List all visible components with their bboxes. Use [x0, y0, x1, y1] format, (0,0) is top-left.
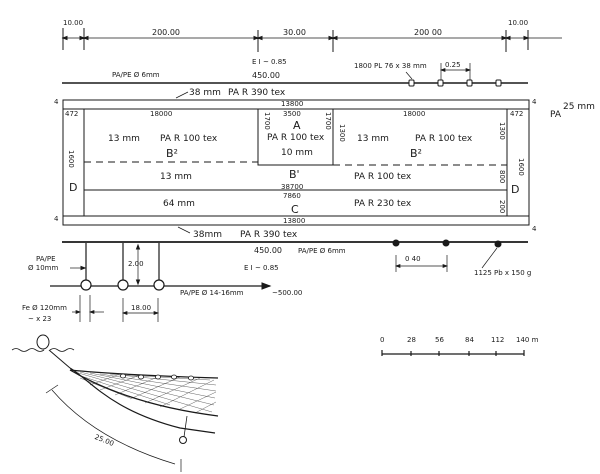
selvedge-top-mesh: 38 mm [189, 88, 221, 98]
sinker-spacing: 0 40 [405, 255, 421, 263]
dim-left-wing: 200.00 [152, 28, 180, 37]
d-left-name: D [69, 181, 78, 194]
bridles [70, 243, 160, 286]
b2-left-twine: PA R 100 tex [160, 134, 218, 144]
b2-right-mesh: 13 mm [357, 134, 389, 144]
b2-left-width: 18000 [150, 110, 173, 118]
footrope-material: PA/PE Ø 6mm [298, 247, 346, 255]
float-label: 1800 PL 76 x 38 mm [354, 62, 427, 70]
selvedge-bottom-mesh: 38mm [193, 230, 222, 240]
selvedge-top-twine: PA R 390 tex [228, 88, 286, 98]
bridle-height: 2.00 [128, 260, 144, 268]
d-right-width: 472 [510, 110, 524, 118]
b2-right-depth-left: 1300 [338, 124, 346, 142]
ring-dimensions [72, 295, 159, 322]
net-body [62, 91, 530, 234]
sinker-markers [392, 239, 502, 248]
rings-label-1: Fe Ø 120mm [22, 304, 67, 312]
b2-right-twine: PA R 100 tex [415, 134, 473, 144]
selvedge-bottom-depth-left: 4 [54, 215, 59, 223]
d-right-material: PA [550, 110, 562, 120]
a-name: A [293, 119, 301, 132]
rings-label-2: ~ x 23 [28, 315, 52, 323]
top-dimension-line [61, 28, 562, 52]
selvedge-top-depth-left: 4 [54, 98, 59, 106]
d-right-name: D [511, 183, 520, 196]
b1-width: 38700 [281, 183, 304, 191]
b2-right-name: B² [410, 147, 422, 160]
b1-name: B' [289, 168, 300, 181]
b2-right-depth-right: 1300 [498, 122, 506, 140]
purse-rings [80, 279, 165, 291]
a-depth-left: 1700 [263, 112, 271, 130]
selvedge-bottom-depth-right: 4 [532, 225, 537, 233]
dim-right-end: 10.00 [508, 19, 529, 27]
a-depth-right: 1700 [324, 112, 332, 130]
b2-left-name: B² [166, 147, 178, 160]
b1-twine: PA R 100 tex [354, 172, 412, 182]
selvedge-top-meshes: 13800 [281, 100, 304, 108]
purse-line-length: ~500.00 [272, 289, 303, 297]
headrope-material: PA/PE Ø 6mm [112, 71, 160, 79]
ring-spacing: 18.00 [131, 304, 152, 312]
b2-left-mesh: 13 mm [108, 134, 140, 144]
d-left-width: 472 [65, 110, 79, 118]
d-right-depth: 1600 [517, 158, 525, 176]
b1-mesh: 13 mm [160, 172, 192, 182]
selvedge-bottom-meshes: 13800 [283, 217, 306, 225]
float-spacing-dimension [440, 63, 471, 80]
bridle-material-1: PA/PE [36, 255, 56, 263]
footrope-length: 450.00 [254, 246, 282, 255]
c-depth: 200 [498, 200, 506, 214]
b1-depth: 800 [498, 170, 506, 184]
scale-tick-0: 0 [380, 336, 385, 344]
scale-tick-1: 28 [407, 336, 416, 344]
c-mesh: 64 mm [163, 199, 195, 209]
sinker-label: 1125 Pb x 150 g [474, 269, 532, 277]
dim-center: 30.00 [283, 28, 306, 37]
bridle-material-2: Ø 10mm [28, 264, 59, 272]
sinker-spacing-dimension [395, 247, 498, 272]
float-spacing: 0.25 [445, 61, 461, 69]
a-width: 3500 [283, 110, 301, 118]
headrope-length: 450.00 [252, 71, 280, 80]
d-right-mesh: 25 mm [563, 102, 595, 112]
c-width: 7860 [283, 192, 301, 200]
a-twine: PA R 100 tex [267, 133, 325, 143]
d-left-depth: 1600 [67, 150, 75, 168]
purse-line-material: PA/PE Ø 14-16mm [180, 289, 244, 297]
selvedge-top-depth-right: 4 [532, 98, 537, 106]
c-twine: PA R 230 tex [354, 199, 412, 209]
scale-tick-2: 56 [435, 336, 444, 344]
float-markers [408, 79, 502, 87]
dim-left-end: 10.00 [63, 19, 84, 27]
side-view-sketch [11, 334, 219, 472]
footrope-hanging-ratio: E I ~ 0.85 [244, 264, 279, 272]
selvedge-bottom-twine: PA R 390 tex [240, 230, 298, 240]
c-name: C [291, 203, 299, 216]
b2-right-width: 18000 [403, 110, 426, 118]
scale-tick-5: 140 m [516, 336, 539, 344]
dim-right-wing: 200 00 [414, 28, 442, 37]
scale-tick-4: 112 [491, 336, 505, 344]
a-mesh: 10 mm [281, 148, 313, 158]
scale-bar [381, 350, 525, 356]
scale-tick-3: 84 [465, 336, 474, 344]
headrope-hanging-ratio: E I ~ 0.85 [252, 58, 287, 66]
